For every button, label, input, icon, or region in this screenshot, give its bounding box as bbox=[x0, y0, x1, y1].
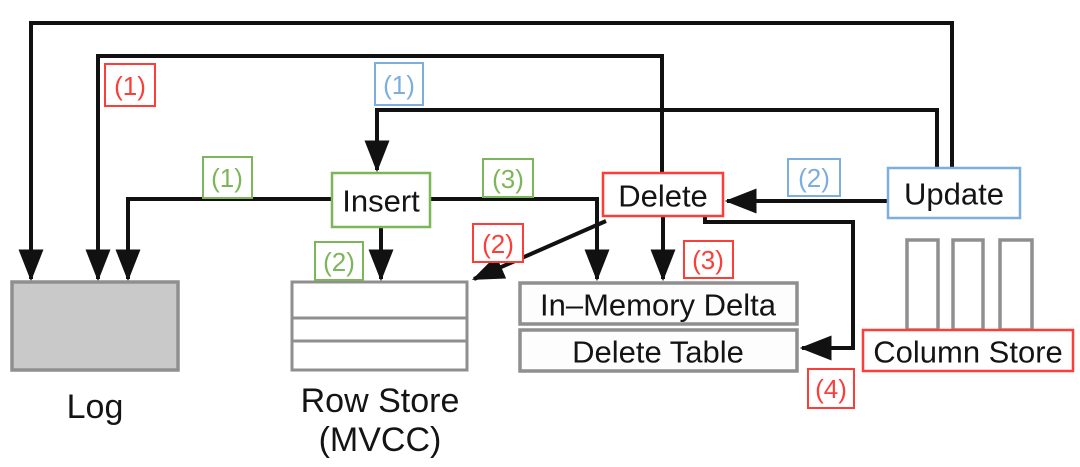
step-badge-label: (3) bbox=[492, 164, 524, 194]
update-label: Update bbox=[904, 177, 1004, 212]
step-badge-label: (1) bbox=[383, 70, 415, 100]
row-store-row bbox=[290, 339, 469, 372]
in-memory-delta-label: In–Memory Delta bbox=[540, 288, 777, 323]
step-badge bbox=[807, 368, 855, 409]
step-badge bbox=[482, 158, 534, 198]
delete-table-label: Delete Table bbox=[572, 335, 744, 370]
row-store-row bbox=[290, 280, 469, 320]
step-badge bbox=[787, 158, 841, 197]
step-delete-3: (3) bbox=[683, 240, 734, 279]
step-badge-label: (3) bbox=[692, 245, 724, 275]
column-store-label: Column Store bbox=[873, 335, 1063, 370]
step-insert-3: (3) bbox=[482, 158, 534, 198]
delete-label: Delete bbox=[618, 179, 708, 214]
column-bar bbox=[905, 238, 940, 332]
row-store-row bbox=[290, 316, 469, 343]
step-badge-label: (4) bbox=[815, 374, 847, 404]
step-update-1: (1) bbox=[374, 62, 424, 106]
step-update-2: (2) bbox=[787, 158, 841, 197]
column-bar bbox=[951, 238, 985, 332]
step-insert-2: (2) bbox=[314, 241, 364, 281]
step-insert-1: (1) bbox=[202, 156, 253, 199]
arrow-delete-to-delete-table bbox=[703, 215, 855, 361]
step-delete-2: (2) bbox=[472, 223, 524, 263]
row-store-box bbox=[290, 280, 469, 372]
arrow-insert-to-in-memory-delta bbox=[430, 197, 610, 282]
column-bar bbox=[998, 238, 1034, 332]
row-store-sublabel: (MVCC) bbox=[319, 421, 442, 459]
step-badge-label: (1) bbox=[211, 163, 243, 193]
step-delete-1: (1) bbox=[104, 63, 156, 107]
insert-box bbox=[330, 171, 432, 229]
step-badge bbox=[472, 223, 524, 263]
arrow-update-to-insert bbox=[364, 108, 939, 173]
insert-label: Insert bbox=[342, 184, 420, 219]
step-badge-label: (2) bbox=[323, 247, 355, 277]
step-delete-4: (4) bbox=[807, 368, 855, 409]
step-badge bbox=[104, 63, 156, 107]
row-store-label: Row Store bbox=[301, 382, 460, 420]
step-badge-label: (1) bbox=[114, 71, 146, 101]
step-badge-label: (2) bbox=[798, 163, 830, 193]
arrow-insert-to-log bbox=[115, 197, 332, 282]
delete-table-box bbox=[518, 328, 799, 373]
step-badge bbox=[374, 62, 424, 106]
arrow-delete-to-log bbox=[85, 54, 664, 282]
update-box bbox=[886, 166, 1022, 220]
step-badge bbox=[683, 240, 734, 279]
log-label: Log bbox=[67, 388, 124, 426]
arrow-update-to-log bbox=[18, 21, 954, 282]
column-store-columns-icon bbox=[905, 238, 1034, 332]
log-box bbox=[10, 280, 180, 372]
column-store-box bbox=[861, 328, 1075, 373]
arrow-delete-to-row-store bbox=[471, 219, 607, 281]
in-memory-delta-box bbox=[518, 281, 799, 326]
step-badge bbox=[314, 241, 364, 281]
step-badge-label: (2) bbox=[482, 229, 514, 259]
step-badge bbox=[202, 156, 253, 199]
delete-box bbox=[601, 171, 725, 218]
